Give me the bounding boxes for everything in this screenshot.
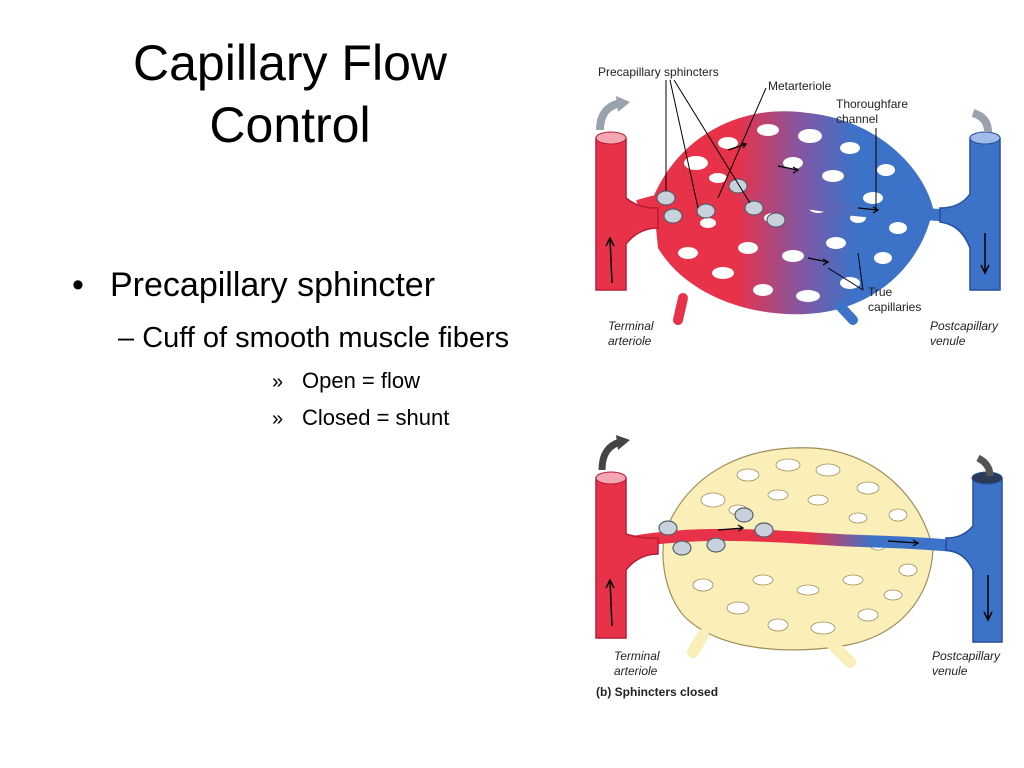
caption-sphincters-closed: (b) Sphincters closed bbox=[596, 685, 718, 699]
subsubbullet-marker: » bbox=[272, 408, 284, 430]
sphincter-icon bbox=[734, 507, 754, 523]
slide-title-line2: Control bbox=[209, 97, 371, 153]
label-postcap-closed-line2: venule bbox=[932, 664, 968, 678]
sphincter-icon bbox=[744, 200, 764, 216]
subsubbullet-text: Open = flow bbox=[302, 368, 421, 393]
postcapillary-venule-closed bbox=[945, 471, 1003, 643]
exit-arrow-left-head bbox=[616, 96, 630, 112]
label-thoroughfare-line2: channel bbox=[836, 112, 878, 126]
label-metarteriole: Metarteriole bbox=[768, 79, 832, 93]
label-thoroughfare-line1: Thoroughfare bbox=[836, 97, 908, 111]
sphincter-icon bbox=[728, 178, 748, 194]
label-postcap-line1: Postcapillary bbox=[930, 319, 999, 333]
flow-arrows-closed bbox=[717, 524, 920, 547]
diagram-sphincters-closed: Terminal arteriole Postcapillary venule … bbox=[595, 435, 1003, 699]
entry-arrow-right bbox=[971, 109, 992, 133]
slide-title: Capillary Flow Control bbox=[60, 32, 520, 156]
capillary-stub-left bbox=[673, 293, 688, 325]
label-terminal-closed-line2: arteriole bbox=[614, 664, 658, 678]
sphincter-icon bbox=[766, 212, 786, 228]
label-terminal-line1: Terminal bbox=[608, 319, 654, 333]
capillary-bed-closed bbox=[662, 447, 934, 651]
subsubbullet-text: Closed = shunt bbox=[302, 405, 450, 430]
entry-arrow-right-closed bbox=[976, 454, 994, 477]
exit-arrow-left-closed-head bbox=[616, 435, 630, 450]
subsubbullet-open: » Open = flow bbox=[272, 368, 420, 394]
subbullet-cuff: – Cuff of smooth muscle fibers bbox=[118, 322, 509, 355]
label-postcap-line2: venule bbox=[930, 334, 966, 348]
sphincter-icon bbox=[754, 522, 774, 538]
sphincter-icon bbox=[663, 208, 683, 224]
capillary-mesh-holes bbox=[678, 124, 907, 302]
terminal-arteriole-closed bbox=[595, 471, 659, 639]
slide-title-line1: Capillary Flow bbox=[133, 35, 447, 91]
postcapillary-venule bbox=[939, 131, 1001, 291]
label-true-cap-line1: True bbox=[868, 285, 893, 299]
subsubbullet-marker: » bbox=[272, 371, 284, 393]
capillary-stub-left-closed bbox=[687, 629, 709, 658]
bullet-marker: • bbox=[72, 266, 84, 304]
sphincter-icon bbox=[696, 203, 716, 219]
capillary-mesh-holes-closed bbox=[692, 458, 918, 635]
label-precapillary-sphincters: Precapillary sphincters bbox=[598, 65, 719, 79]
leader-lines bbox=[665, 79, 877, 291]
label-terminal-line2: arteriole bbox=[608, 334, 652, 348]
precapillary-sphincters-closed bbox=[658, 507, 774, 556]
precapillary-sphincters bbox=[656, 178, 786, 228]
subsubbullet-closed: » Closed = shunt bbox=[272, 405, 449, 431]
capillary-stub-right bbox=[835, 301, 858, 325]
bullet-precapillary-sphincter: • Precapillary sphincter bbox=[72, 266, 435, 305]
sphincter-icon bbox=[672, 540, 692, 556]
capillary-bed bbox=[653, 111, 933, 315]
sphincter-icon bbox=[706, 537, 726, 553]
exit-arrow-left bbox=[596, 99, 622, 131]
terminal-arteriole bbox=[595, 131, 659, 291]
sphincter-icon bbox=[658, 520, 678, 536]
exit-arrow-left-closed bbox=[598, 438, 622, 471]
label-postcap-closed-line1: Postcapillary bbox=[932, 649, 1001, 663]
bullet-text: Precapillary sphincter bbox=[110, 266, 436, 304]
thoroughfare-channel bbox=[636, 189, 949, 222]
flow-arrows bbox=[727, 142, 880, 266]
label-true-cap-line2: capillaries bbox=[868, 300, 921, 314]
subbullet-text: Cuff of smooth muscle fibers bbox=[142, 322, 510, 354]
subbullet-marker: – bbox=[118, 322, 135, 354]
diagram-sphincters-open: Precapillary sphincters Metarteriole Tho… bbox=[595, 65, 1001, 348]
capillary-stub-right-closed bbox=[827, 639, 856, 668]
sphincter-icon bbox=[656, 190, 676, 206]
label-terminal-closed-line1: Terminal bbox=[614, 649, 660, 663]
